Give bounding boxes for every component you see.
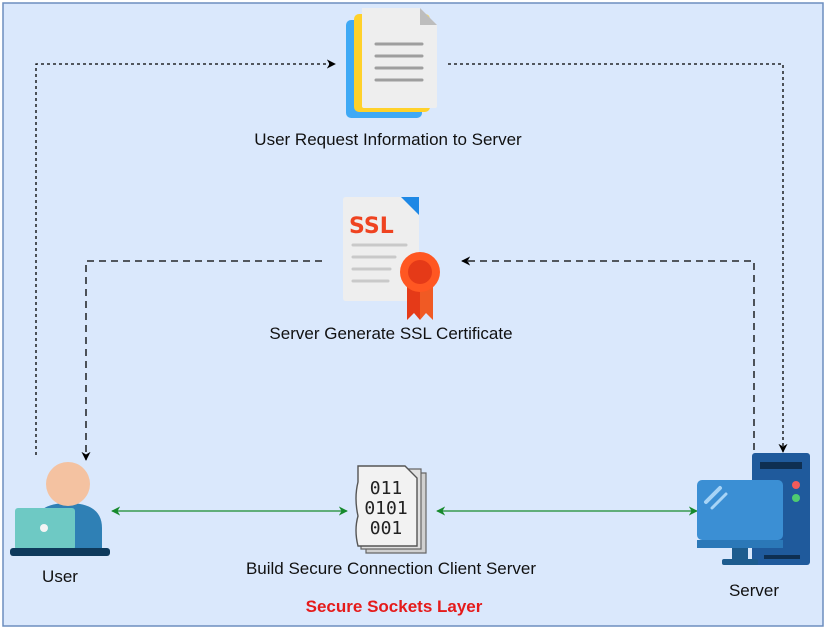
stacked-documents-icon bbox=[346, 8, 437, 118]
edge-certificate-to-user bbox=[81, 260, 322, 461]
binary-line-2: 0101 bbox=[364, 498, 407, 519]
edge-server-to-certificate bbox=[461, 256, 755, 450]
diagram-title: Secure Sockets Layer bbox=[306, 597, 483, 616]
certificate-label: Server Generate SSL Certificate bbox=[269, 324, 512, 343]
binary-line-3: 001 bbox=[370, 518, 403, 539]
server-computer-icon bbox=[697, 453, 810, 565]
ssl-icon-text: SSL bbox=[349, 214, 394, 239]
edge-user-to-request bbox=[35, 59, 336, 455]
server-label: Server bbox=[729, 581, 779, 600]
connection-label: Build Secure Connection Client Server bbox=[246, 559, 536, 578]
request-label: User Request Information to Server bbox=[254, 130, 522, 149]
ssl-certificate-icon: SSL bbox=[343, 197, 440, 320]
binary-file-icon: 011 0101 001 bbox=[355, 465, 427, 554]
user-label: User bbox=[42, 567, 78, 586]
binary-line-1: 011 bbox=[370, 478, 403, 499]
user-laptop-icon bbox=[10, 462, 110, 556]
